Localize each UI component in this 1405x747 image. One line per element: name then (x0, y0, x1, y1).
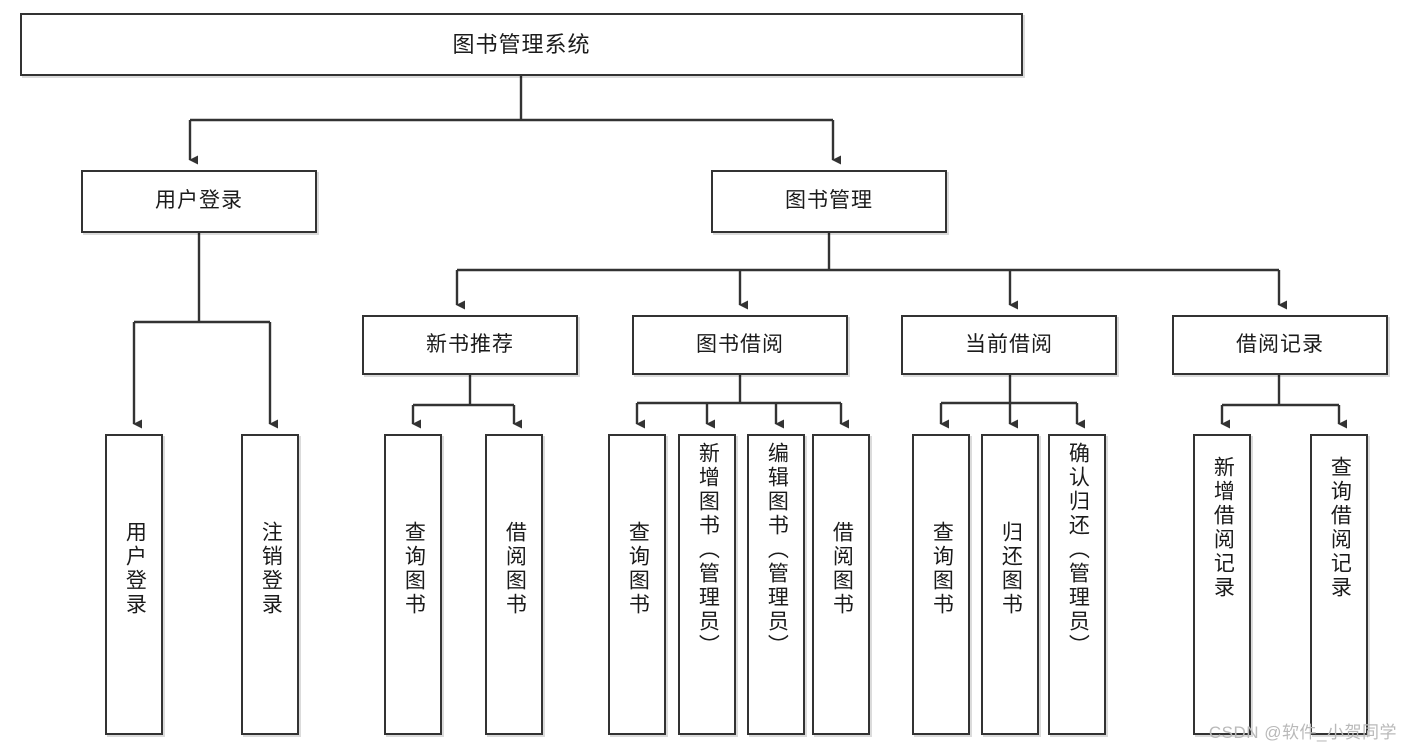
node-user-login[interactable]: 用户登录 (81, 170, 317, 233)
leaf-user-login-label: 用户登录 (123, 521, 147, 617)
leaf-bb-query-book-label: 查询图书 (626, 521, 650, 617)
leaf-logout-label: 注销登录 (259, 521, 283, 617)
leaf-br-query-record-label: 查询借阅记录 (1328, 456, 1352, 600)
node-book-management-label: 图书管理 (785, 189, 873, 213)
leaf-bb-query-book[interactable]: 查询图书 (608, 434, 666, 735)
node-current-borrow[interactable]: 当前借阅 (901, 315, 1117, 375)
leaf-br-query-record[interactable]: 查询借阅记录 (1310, 434, 1368, 735)
leaf-bb-borrow-book-label: 借阅图书 (830, 521, 854, 617)
node-book-borrow[interactable]: 图书借阅 (632, 315, 848, 375)
leaf-cb-return-book[interactable]: 归还图书 (981, 434, 1039, 735)
node-borrow-record-label: 借阅记录 (1236, 332, 1324, 356)
leaf-nbr-query-book-label: 查询图书 (402, 521, 426, 617)
node-root[interactable]: 图书管理系统 (20, 13, 1023, 76)
leaf-cb-confirm-return[interactable]: 确认归还（管理员） (1048, 434, 1106, 735)
leaf-nbr-query-book[interactable]: 查询图书 (384, 434, 442, 735)
leaf-cb-return-book-label: 归还图书 (999, 521, 1023, 617)
leaf-nbr-borrow-book-label: 借阅图书 (503, 521, 527, 617)
leaf-br-add-record[interactable]: 新增借阅记录 (1193, 434, 1251, 735)
node-book-management[interactable]: 图书管理 (711, 170, 947, 233)
node-new-book-recommend-label: 新书推荐 (426, 332, 514, 356)
leaf-cb-query-book-label: 查询图书 (930, 521, 954, 617)
leaf-bb-edit-book-label: 编辑图书（管理员） (765, 442, 789, 658)
leaf-cb-query-book[interactable]: 查询图书 (912, 434, 970, 735)
leaf-bb-add-book[interactable]: 新增图书（管理员） (678, 434, 736, 735)
leaf-nbr-borrow-book[interactable]: 借阅图书 (485, 434, 543, 735)
leaf-bb-borrow-book[interactable]: 借阅图书 (812, 434, 870, 735)
leaf-user-login[interactable]: 用户登录 (105, 434, 163, 735)
leaf-br-add-record-label: 新增借阅记录 (1211, 456, 1235, 600)
node-current-borrow-label: 当前借阅 (965, 332, 1053, 356)
leaf-cb-confirm-return-label: 确认归还（管理员） (1066, 442, 1090, 658)
csdn-watermark: CSDN @软件_小贺同学 (1208, 723, 1397, 742)
node-new-book-recommend[interactable]: 新书推荐 (362, 315, 578, 375)
node-borrow-record[interactable]: 借阅记录 (1172, 315, 1388, 375)
leaf-bb-edit-book[interactable]: 编辑图书（管理员） (747, 434, 805, 735)
node-book-borrow-label: 图书借阅 (696, 332, 784, 356)
node-user-login-label: 用户登录 (155, 189, 243, 213)
leaf-logout[interactable]: 注销登录 (241, 434, 299, 735)
leaf-bb-add-book-label: 新增图书（管理员） (696, 442, 720, 658)
node-root-label: 图书管理系统 (452, 31, 591, 57)
